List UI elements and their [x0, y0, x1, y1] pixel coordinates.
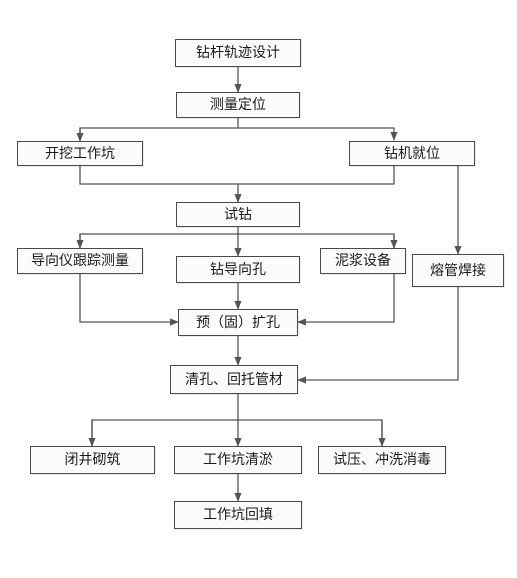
node-pilot-hole: 钻导向孔	[176, 256, 300, 283]
node-excavate: 开挖工作坑	[17, 141, 143, 166]
node-pit-clean: 工作坑清淤	[174, 446, 302, 474]
node-guide-tracking: 导向仪跟踪测量	[17, 248, 143, 274]
edge-clean-split	[91, 419, 383, 446]
edge-fusion-clean	[297, 287, 459, 384]
edge-guide-ream	[79, 274, 179, 326]
edge-mud-ream	[297, 274, 395, 326]
node-well: 闭井砌筑	[30, 446, 155, 474]
node-pressure: 试压、冲洗消毒	[318, 446, 446, 474]
edge-excavate-merge	[79, 166, 395, 185]
node-design: 钻杆轨迹设计	[175, 39, 301, 67]
edge-to-excavate	[79, 127, 398, 141]
node-trial: 试钻	[176, 202, 300, 227]
node-backfill: 工作坑回填	[174, 501, 302, 529]
node-rig: 钻机就位	[349, 141, 475, 166]
node-mud: 泥浆设备	[320, 248, 406, 274]
node-survey: 测量定位	[176, 92, 300, 118]
node-clean-pullback: 清孔、回托管材	[170, 365, 298, 394]
node-ream: 预（固）扩孔	[178, 309, 298, 336]
node-fusion: 熔管焊接	[412, 254, 504, 287]
